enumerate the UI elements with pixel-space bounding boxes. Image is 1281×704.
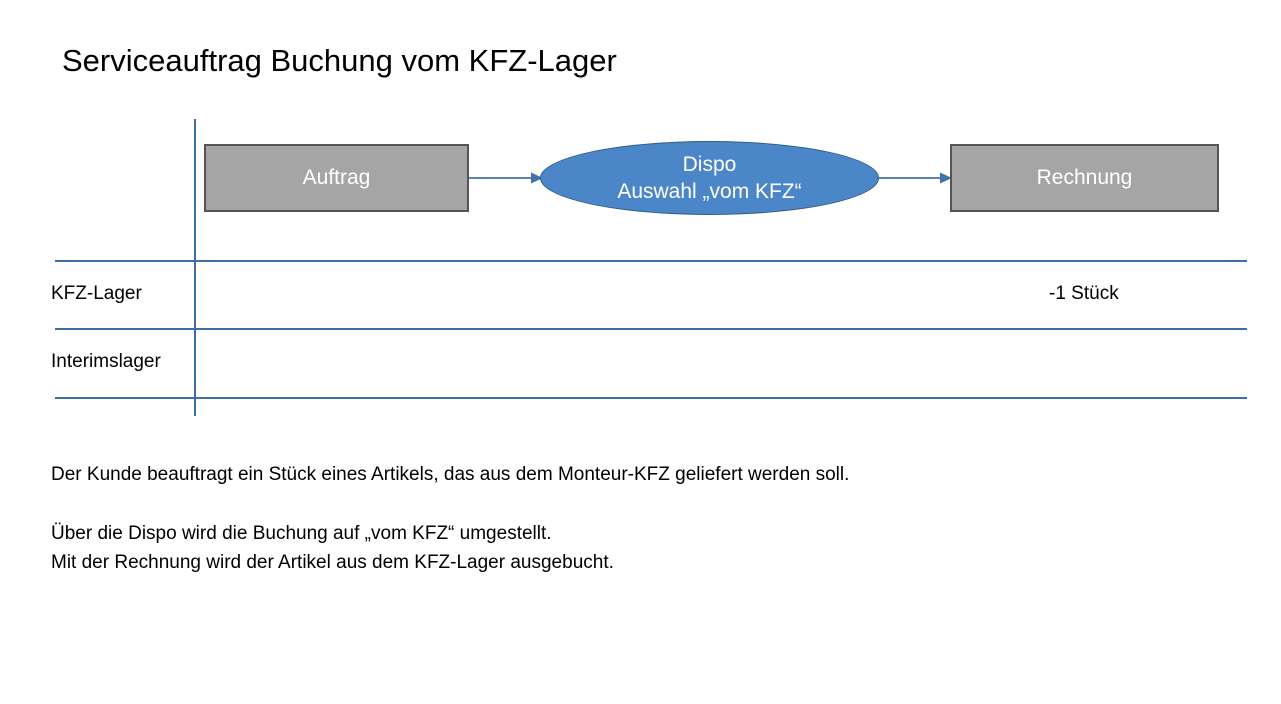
arrow-right-icon	[469, 172, 543, 184]
flow-node-dispo-label-line1: Dispo	[682, 153, 737, 176]
note-paragraph-3: Mit der Rechnung wird der Artikel aus de…	[51, 552, 614, 573]
swimlane-divider-top	[55, 260, 1247, 262]
note-paragraph-1: Der Kunde beauftragt ein Stück eines Art…	[51, 464, 850, 485]
swimlane-label-kfz-lager: KFZ-Lager	[51, 283, 142, 304]
page-title: Serviceauftrag Buchung vom KFZ-Lager	[62, 43, 617, 78]
arrow-right-icon	[877, 172, 952, 184]
flow-node-dispo-label-line2: Auswahl „vom KFZ“	[617, 180, 802, 203]
flow-node-auftrag[interactable]: Auftrag	[204, 144, 469, 212]
swimlane-divider-bottom	[55, 397, 1247, 399]
flow-node-auftrag-label: Auftrag	[302, 166, 371, 189]
swimlane-value-kfz-lager: -1 Stück	[1049, 283, 1119, 304]
swimlane-label-interimslager: Interimslager	[51, 351, 161, 372]
swimlane-vertical-axis	[194, 119, 196, 416]
flow-node-rechnung-label: Rechnung	[1036, 166, 1133, 189]
connector-dispo-to-rechnung	[877, 169, 952, 187]
swimlane-divider-middle	[55, 328, 1247, 330]
flow-node-dispo[interactable]: Dispo Auswahl „vom KFZ“	[540, 141, 879, 215]
connector-auftrag-to-dispo	[469, 169, 543, 187]
flow-node-rechnung[interactable]: Rechnung	[950, 144, 1219, 212]
note-paragraph-2: Über die Dispo wird die Buchung auf „vom…	[51, 523, 552, 544]
